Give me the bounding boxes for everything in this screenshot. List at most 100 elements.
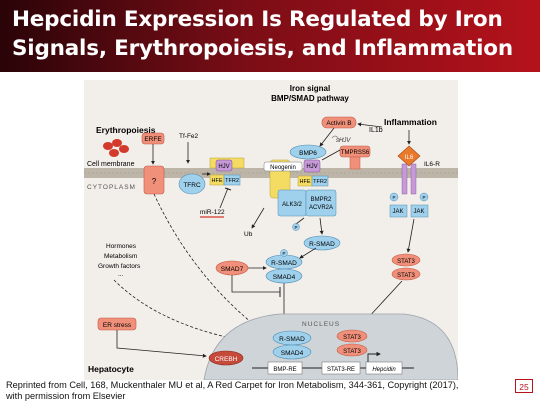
alk-label: ALK3/2 [282, 202, 302, 208]
erythropoiesis-dashed-inhibition [153, 193, 267, 335]
hjv-right-node [303, 159, 321, 173]
mir122-inhibition-bar [224, 187, 232, 191]
ub-label: Ub [244, 231, 253, 238]
red-blood-cells-icon [103, 139, 129, 157]
il6-label: IL6 [405, 155, 414, 161]
crebh-label: CREBH [215, 356, 238, 363]
bmp6-node [289, 144, 327, 160]
smad7-inhibition-line [231, 275, 280, 293]
nuc-smad4-node [272, 344, 312, 360]
alk-phospho-icon [292, 223, 300, 231]
nuc-stat3-bottom-label: STAT3 [343, 349, 361, 355]
hepcidin-gene-node [365, 361, 403, 375]
er-stress-arrow [116, 330, 207, 358]
complex-r-smad-label: R-SMAD [271, 260, 297, 267]
nucleus-label: NUCLEUS [302, 321, 340, 328]
stat3-re-label: STAT3-RE [327, 367, 355, 373]
hormones-label: Hormones [106, 243, 137, 250]
tfrc-node [178, 173, 206, 195]
tmprss6-inhibition-line [321, 149, 341, 161]
nuc-stat3-top-label: STAT3 [343, 335, 361, 341]
mir122-label: miR-122 [200, 209, 225, 216]
credit-line-1: Reprinted from Cell, 168, Muckenthaler M… [6, 380, 459, 390]
complex-smad4-label: SMAD4 [273, 274, 296, 281]
jak-right-label: JAK [413, 209, 424, 215]
il6-node [397, 145, 421, 167]
unknown-receptor-label: ? [152, 177, 157, 186]
jak-to-stat3-arrow [406, 218, 415, 253]
stat3-bottom-label: STAT3 [397, 273, 415, 279]
activin-b-label: Activin B [326, 120, 351, 127]
neogenin-node [263, 161, 303, 172]
ubiquitin-arrow [251, 207, 265, 229]
jak-left-label: JAK [392, 209, 403, 215]
figure-credit: Reprinted from Cell, 168, Muckenthaler M… [6, 380, 486, 402]
jak-left-phospho-label: P [392, 195, 395, 200]
erythropoiesis-header: Erythropoiesis [96, 125, 156, 135]
hfe-right-label: HFE [300, 179, 311, 185]
jak-right-phospho-label: P [422, 195, 425, 200]
erfe-label: ERFE [144, 136, 162, 143]
slide-title-line-1: Hepcidin Expression Is Regulated by Iron [12, 7, 503, 32]
activin-b-node [321, 116, 357, 129]
tfr2-right-label: TFR2 [313, 179, 327, 185]
stat3-re-node [321, 361, 361, 375]
hfe-left-label: HFE [212, 178, 223, 184]
jak-left-node [389, 204, 408, 218]
inflammation-header: Inflammation [384, 117, 437, 127]
smad7-label: SMAD7 [221, 266, 244, 273]
slide-title-line-2: Signals, Erythropoiesis, and Inflammatio… [12, 36, 513, 61]
stat3-bottom-node [391, 267, 421, 281]
mir122-inhibition-line [219, 187, 229, 209]
metabolism-label: Metabolism [104, 253, 137, 260]
r-smad-free-label: R-SMAD [309, 241, 335, 248]
receptor-to-rsmad-arrow [319, 217, 324, 235]
title-bar: Hepcidin Expression Is Regulated by Iron… [0, 0, 540, 72]
r-smad-free-node [303, 235, 341, 251]
hjv-left-node [215, 159, 233, 172]
tf-fe2-label: Tf-Fe2 [179, 133, 199, 140]
alk-phospho-label: P [294, 225, 297, 230]
hepcidin-regulation-figure: Iron signal BMP/SMAD pathway Erythropoie… [84, 80, 458, 380]
tmprss6-stalk [349, 156, 361, 170]
activin-to-bmp-arrow [319, 127, 335, 147]
stat3-to-nucleus-arrow [365, 280, 403, 321]
growth-factors-label: Growth factors [98, 263, 141, 270]
alk-phospho-line [295, 217, 305, 225]
rsmad-to-complex-arrow [299, 247, 317, 259]
jak-left-phospho-icon [389, 192, 399, 202]
er-stress-label: ER stress [103, 322, 132, 329]
bmp-re-label: BMP-RE [273, 367, 296, 373]
nuc-r-smad-label: R-SMAD [279, 336, 305, 343]
nuc-smad4-label: SMAD4 [281, 350, 304, 357]
il1b-label: IL1b [369, 127, 383, 134]
bmpr2-node [305, 189, 337, 217]
tfrc-label: TFRC [183, 182, 201, 189]
ellipsis-label: ... [118, 271, 124, 278]
pathway-diagram: Iron signal BMP/SMAD pathway Erythropoie… [84, 80, 458, 380]
bmpr2-label-1: BMPR2 [311, 197, 332, 203]
iron-signal-header: Iron signal [290, 84, 330, 93]
tmprss6-label: TMPRSS6 [341, 150, 370, 156]
stat3-top-label: STAT3 [397, 259, 415, 265]
stat3-top-node [391, 253, 421, 267]
hjv-right-label: HJV [306, 164, 317, 170]
transcription-start-arrow [367, 351, 381, 362]
inflammation-to-activin-arrow [357, 122, 383, 128]
tfr2-left-node [223, 174, 241, 186]
neogenin-label: Neogenin [270, 165, 296, 171]
bmp6-label: BMP6 [299, 150, 317, 157]
tfr2-left-label: TFR2 [225, 178, 239, 184]
shjv-label: sHJV [336, 138, 351, 144]
jak-right-phospho-icon [419, 192, 429, 202]
jak-right-node [410, 204, 429, 218]
il6r-left-chain [401, 163, 408, 195]
crebh-node [208, 350, 244, 366]
hormones-dashed-arrow [113, 279, 265, 346]
tfr2-right-node [311, 175, 329, 187]
nuc-stat3-bottom-node [336, 343, 368, 357]
bmpr2-label-2: ACVR2A [309, 205, 333, 211]
shjv-fragment [331, 135, 345, 141]
bmp-re-node [267, 361, 303, 375]
